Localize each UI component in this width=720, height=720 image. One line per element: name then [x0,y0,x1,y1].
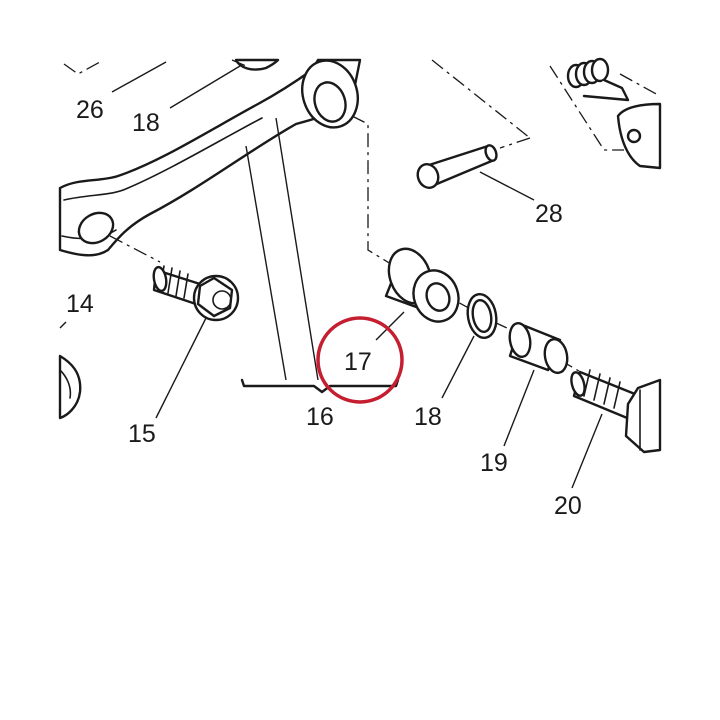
leader-lines [59,61,603,489]
washer-icon [466,292,498,340]
callout-18-mid: 18 [414,403,442,431]
hex-bolt-icon [570,369,662,454]
callout-28: 28 [535,200,563,228]
callout-16: 16 [306,403,334,431]
highlight-circle [316,316,404,404]
group-brace [240,378,400,394]
callout-labels: 26 18 28 14 15 16 17 18 19 20 [66,96,582,520]
frame-boss-upper-hole [313,81,347,123]
flanged-bushing-icon [384,247,460,323]
torsion-spring-icon [566,57,630,102]
callout-17: 17 [344,348,372,376]
frame-bracket [58,58,362,257]
partial-part-14 [58,354,82,420]
flange-bolt-icon [152,265,240,322]
callout-15: 15 [128,420,156,448]
callout-20: 20 [554,492,582,520]
upper-right-assembly [416,57,662,189]
callout-18-top: 18 [132,109,160,137]
clevis-pin-icon [416,144,498,189]
callout-19: 19 [480,449,508,477]
callout-26: 26 [76,96,104,124]
spacer-sleeve-icon [508,321,569,375]
callout-14: 14 [66,290,94,318]
frame-bore-left [77,211,115,245]
